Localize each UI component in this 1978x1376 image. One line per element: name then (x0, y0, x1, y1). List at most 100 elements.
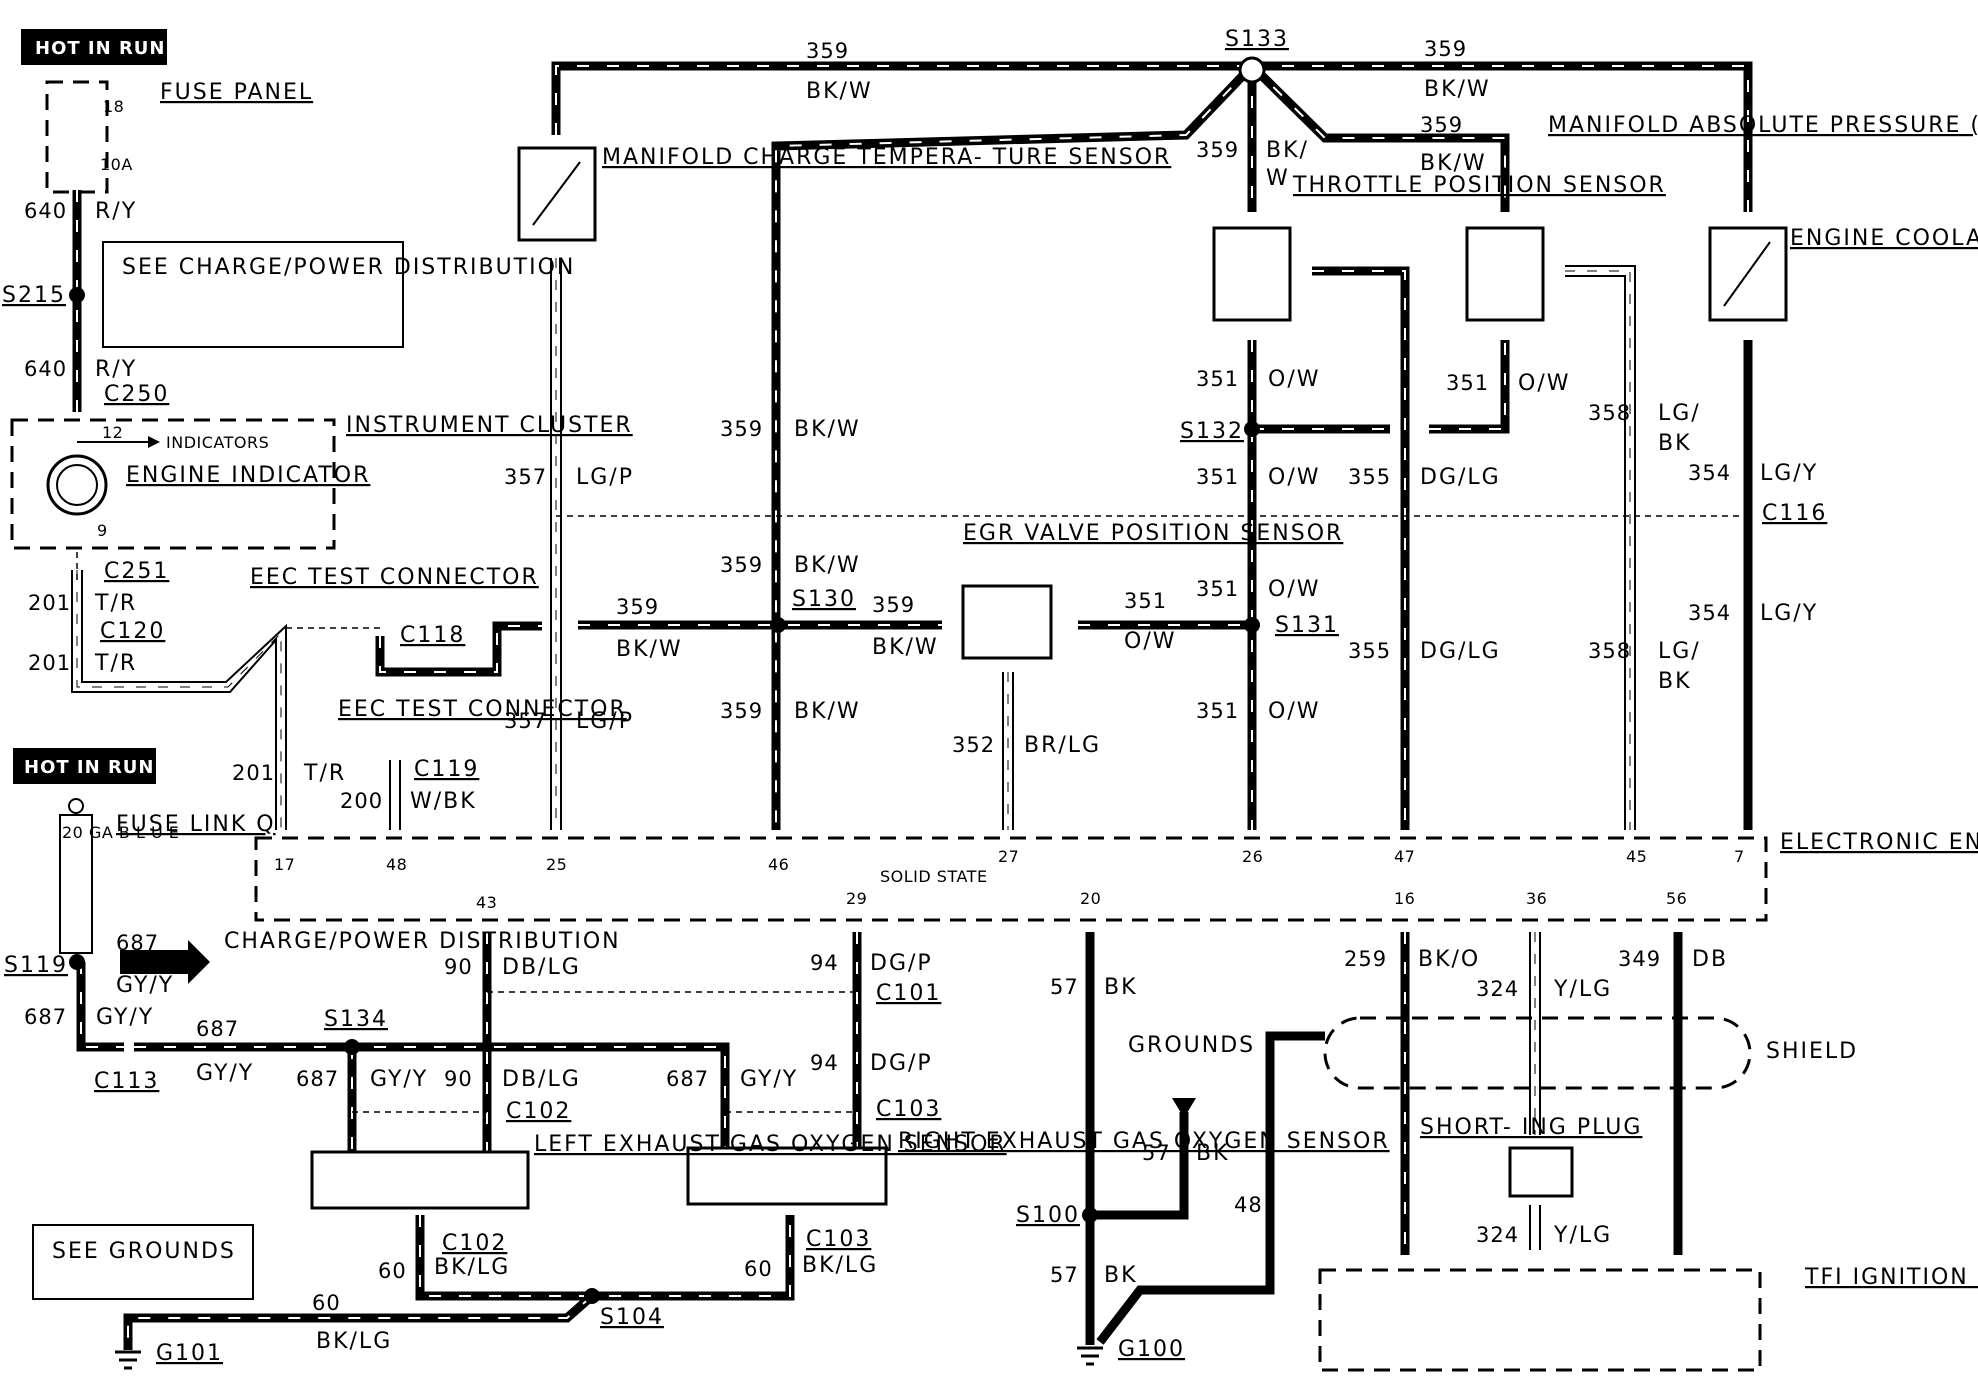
svg-text:DG/LG: DG/LG (1420, 465, 1501, 490)
svg-text:BK: BK (1196, 1141, 1230, 1166)
svg-text:LG/Y: LG/Y (1760, 461, 1818, 486)
svg-text:BK/LG: BK/LG (802, 1253, 878, 1278)
component-boxes (10, 80, 1788, 1372)
svg-text:20: 20 (1080, 889, 1101, 908)
svg-text:S133: S133 (1225, 27, 1289, 52)
svg-text:355: 355 (1348, 465, 1391, 489)
svg-text:C101: C101 (876, 981, 941, 1006)
see-grounds-box (32, 1224, 254, 1300)
svg-text:T/R: T/R (94, 591, 137, 616)
svg-text:26: 26 (1242, 847, 1263, 866)
tfi-module-label: TFI IGNITION MODULE (1804, 1265, 1978, 1290)
svg-text:BK/: BK/ (1266, 138, 1309, 163)
svg-text:C118: C118 (400, 623, 465, 648)
svg-text:358: 358 (1588, 639, 1631, 663)
svg-text:R/Y: R/Y (95, 357, 137, 382)
svg-text:640: 640 (24, 199, 67, 223)
svg-text:S134: S134 (324, 1007, 388, 1032)
fuse-link-box (59, 814, 93, 954)
svg-text:BR/LG: BR/LG (1024, 733, 1101, 758)
svg-text:94: 94 (810, 951, 839, 975)
svg-text:LG/: LG/ (1658, 401, 1701, 426)
instrument-cluster-box (10, 418, 336, 550)
svg-text:O/W: O/W (1124, 629, 1176, 654)
svg-text:359: 359 (1196, 138, 1239, 162)
wire-48 (1096, 1031, 1325, 1345)
svg-text:359: 359 (720, 699, 763, 723)
right-oxygen-sensor-box (686, 1146, 888, 1206)
svg-text:351: 351 (1196, 367, 1239, 391)
fuse-panel-label: FUSE PANEL (160, 80, 313, 105)
wire-201 (71, 570, 287, 830)
svg-text:GY/Y: GY/Y (116, 973, 174, 998)
svg-text:C120: C120 (100, 619, 165, 644)
svg-text:359: 359 (1424, 37, 1467, 61)
svg-text:S132: S132 (1180, 419, 1244, 444)
svg-text:BK/W: BK/W (1420, 151, 1487, 176)
svg-text:687: 687 (116, 931, 159, 955)
svg-text:C102: C102 (506, 1099, 571, 1124)
svg-text:BK/W: BK/W (1424, 77, 1491, 102)
svg-text:LG/: LG/ (1658, 639, 1701, 664)
svg-text:C103: C103 (806, 1227, 871, 1252)
svg-text:357: 357 (504, 709, 547, 733)
indicators-label: INDICATORS (166, 433, 269, 452)
svg-text:60: 60 (378, 1259, 407, 1283)
svg-text:259: 259 (1344, 947, 1387, 971)
svg-text:O/W: O/W (1268, 465, 1320, 490)
svg-text:S131: S131 (1275, 613, 1339, 638)
fuse-panel-box (45, 80, 109, 194)
hot-in-run-label-1: HOT IN RUN (35, 38, 165, 59)
module-pins: 17 48 25 46 27 26 47 45 7 43 29 20 16 36… (274, 847, 1745, 912)
svg-text:200: 200 (340, 789, 383, 813)
svg-text:G100: G100 (1118, 1337, 1185, 1362)
see-charge-power-box (102, 241, 404, 348)
svg-text:BK/W: BK/W (806, 79, 873, 104)
svg-text:Y/LG: Y/LG (1553, 1223, 1612, 1248)
engine-coolant-label: ENGINE COOLANT TEMPERATURE SENSOR (1790, 226, 1978, 251)
shield-box (1323, 1016, 1752, 1090)
svg-text:201: 201 (28, 591, 71, 615)
left-oxygen-sensor-box (310, 1150, 530, 1210)
svg-text:36: 36 (1526, 889, 1547, 908)
ground-g101-icon (115, 1350, 141, 1370)
svg-text:BK/W: BK/W (616, 637, 683, 662)
svg-text:O/W: O/W (1268, 577, 1320, 602)
svg-text:29: 29 (846, 889, 867, 908)
wire-359-map (1248, 62, 1510, 212)
left-oxygen-label: LEFT EXHAUST GAS OXYGEN SENSOR (534, 1132, 1007, 1157)
svg-text:352: 352 (952, 733, 995, 757)
hot-in-run-label-2: HOT IN RUN (24, 757, 154, 778)
fuse-link-body: 20 GA B L U E (62, 823, 179, 842)
svg-text:201: 201 (28, 651, 71, 675)
svg-text:O/W: O/W (1268, 699, 1320, 724)
svg-text:GY/Y: GY/Y (370, 1067, 428, 1092)
svg-text:G101: G101 (156, 1341, 223, 1366)
svg-text:BK: BK (1658, 669, 1692, 694)
svg-text:687: 687 (24, 1005, 67, 1029)
shorting-plug-label: SHORT- ING PLUG (1420, 1115, 1642, 1140)
svg-text:BK: BK (1104, 975, 1138, 1000)
svg-text:C250: C250 (104, 382, 169, 407)
svg-text:BK/W: BK/W (794, 553, 861, 578)
svg-text:S130: S130 (792, 587, 856, 612)
wire-687 (76, 962, 124, 1052)
charge-power-label: CHARGE/POWER DISTRIBUTION (224, 929, 621, 954)
svg-text:GY/Y: GY/Y (196, 1061, 254, 1086)
svg-text:357: 357 (504, 465, 547, 489)
svg-text:C119: C119 (414, 757, 479, 782)
svg-text:C102: C102 (442, 1231, 507, 1256)
svg-text:354: 354 (1688, 601, 1731, 625)
egr-sensor-box (961, 584, 1053, 660)
svg-text:GY/Y: GY/Y (96, 1005, 154, 1030)
svg-text:7: 7 (1734, 847, 1745, 866)
svg-text:48: 48 (386, 855, 407, 874)
svg-text:355: 355 (1348, 639, 1391, 663)
svg-text:349: 349 (1618, 947, 1661, 971)
egr-valve-label: EGR VALVE POSITION SENSOR (963, 521, 1343, 546)
splice-s133 (1238, 56, 1266, 84)
eec-module-box (254, 836, 1768, 922)
svg-text:57: 57 (1142, 1141, 1171, 1165)
svg-text:640: 640 (24, 357, 67, 381)
